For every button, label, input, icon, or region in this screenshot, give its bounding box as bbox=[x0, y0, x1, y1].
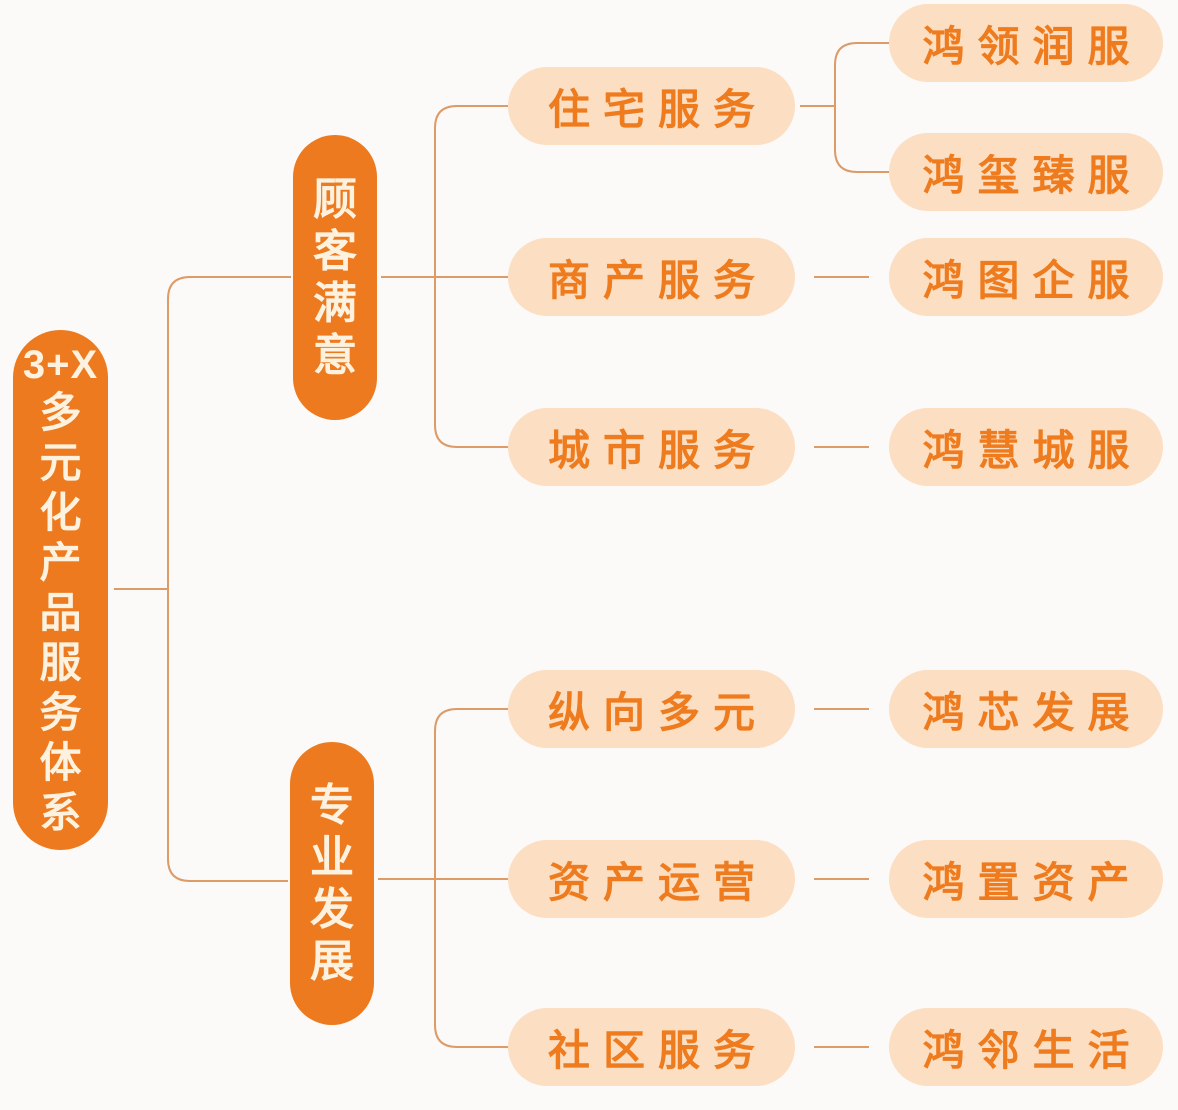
leaf-label: 鸿芯发展 bbox=[922, 688, 1143, 736]
root-node: 3+X 多元化产品服务体系 bbox=[13, 330, 108, 850]
leaf-node: 鸿图企服 bbox=[889, 238, 1163, 316]
category-node-community-services: 社区服务 bbox=[508, 1008, 795, 1086]
root-title-label: 多元化产品服务体系 bbox=[39, 389, 82, 836]
category-node-city-services: 城市服务 bbox=[508, 408, 795, 486]
leaf-label: 鸿置资产 bbox=[922, 858, 1143, 906]
leaf-node: 鸿慧城服 bbox=[889, 408, 1163, 486]
leaf-label: 鸿慧城服 bbox=[922, 426, 1143, 474]
category-node-asset-operation: 资产运营 bbox=[508, 840, 795, 918]
leaf-label: 鸿图企服 bbox=[922, 256, 1143, 304]
leaf-node: 鸿玺臻服 bbox=[889, 133, 1163, 211]
category-label: 资产运营 bbox=[547, 858, 768, 906]
branch-label: 专业发展 bbox=[310, 780, 354, 986]
branch-node-customer-satisfaction: 顾客满意 bbox=[293, 135, 377, 420]
category-node-residential-services: 住宅服务 bbox=[508, 67, 795, 145]
leaf-node: 鸿领润服 bbox=[889, 4, 1163, 82]
leaf-node: 鸿芯发展 bbox=[889, 670, 1163, 748]
leaf-node: 鸿邻生活 bbox=[889, 1008, 1163, 1086]
category-label: 纵向多元 bbox=[547, 688, 768, 736]
leaf-node: 鸿置资产 bbox=[889, 840, 1163, 918]
leaf-label: 鸿邻生活 bbox=[922, 1026, 1143, 1074]
branch-label: 顾客满意 bbox=[313, 174, 357, 380]
root-prefix-label: 3+X bbox=[22, 343, 99, 387]
branch-node-professional-development: 专业发展 bbox=[290, 742, 374, 1025]
leaf-label: 鸿领润服 bbox=[922, 22, 1143, 70]
leaf-label: 鸿玺臻服 bbox=[922, 151, 1143, 199]
category-label: 社区服务 bbox=[547, 1026, 768, 1074]
category-label: 住宅服务 bbox=[547, 85, 768, 133]
category-label: 城市服务 bbox=[547, 426, 768, 474]
category-node-commercial-services: 商产服务 bbox=[508, 238, 795, 316]
connector-cat1-bracket bbox=[834, 42, 889, 173]
category-node-vertical-diversification: 纵向多元 bbox=[508, 670, 795, 748]
connector-root-bracket bbox=[167, 276, 291, 882]
category-label: 商产服务 bbox=[547, 256, 768, 304]
